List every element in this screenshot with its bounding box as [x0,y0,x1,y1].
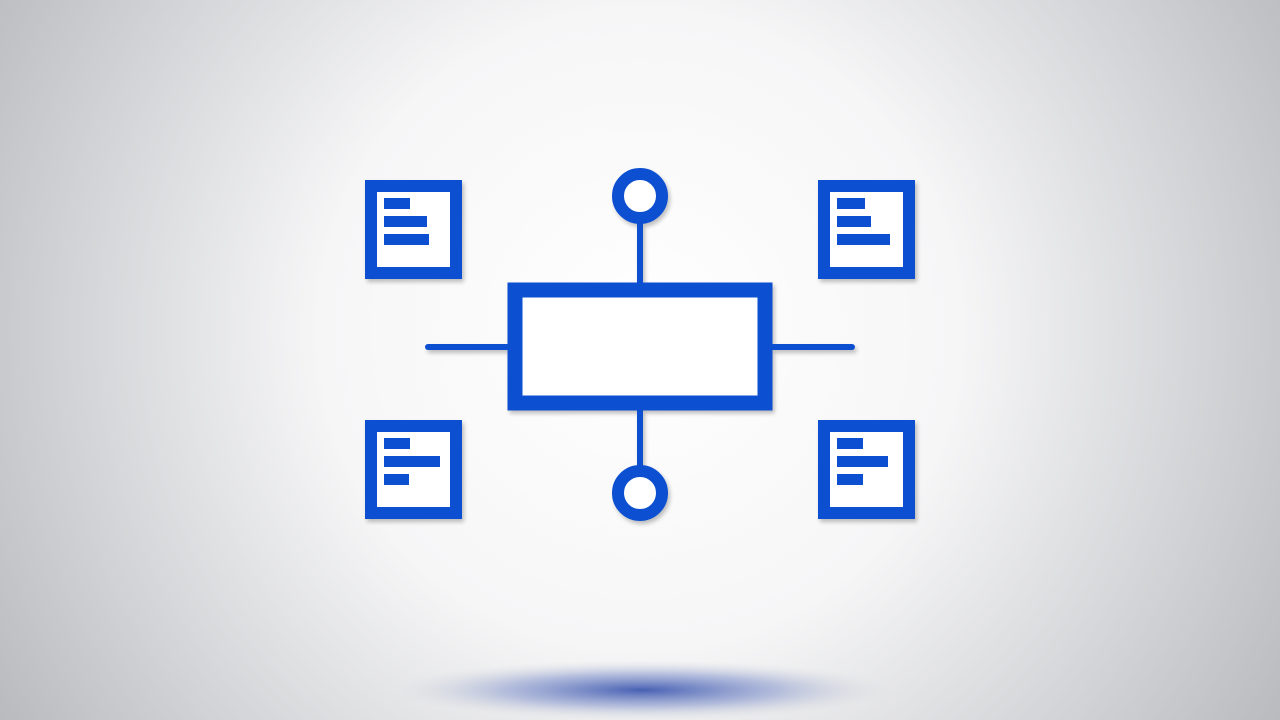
center-box-node [507,282,773,411]
document-list-icon [818,420,915,519]
document-list-icon [365,420,462,519]
bottom-circle-node [612,465,668,521]
document-list-icon [818,180,915,279]
top-circle-node [612,168,668,224]
document-list-icon [365,180,462,279]
diagram-group [365,168,915,521]
floor-shadow [392,660,892,720]
